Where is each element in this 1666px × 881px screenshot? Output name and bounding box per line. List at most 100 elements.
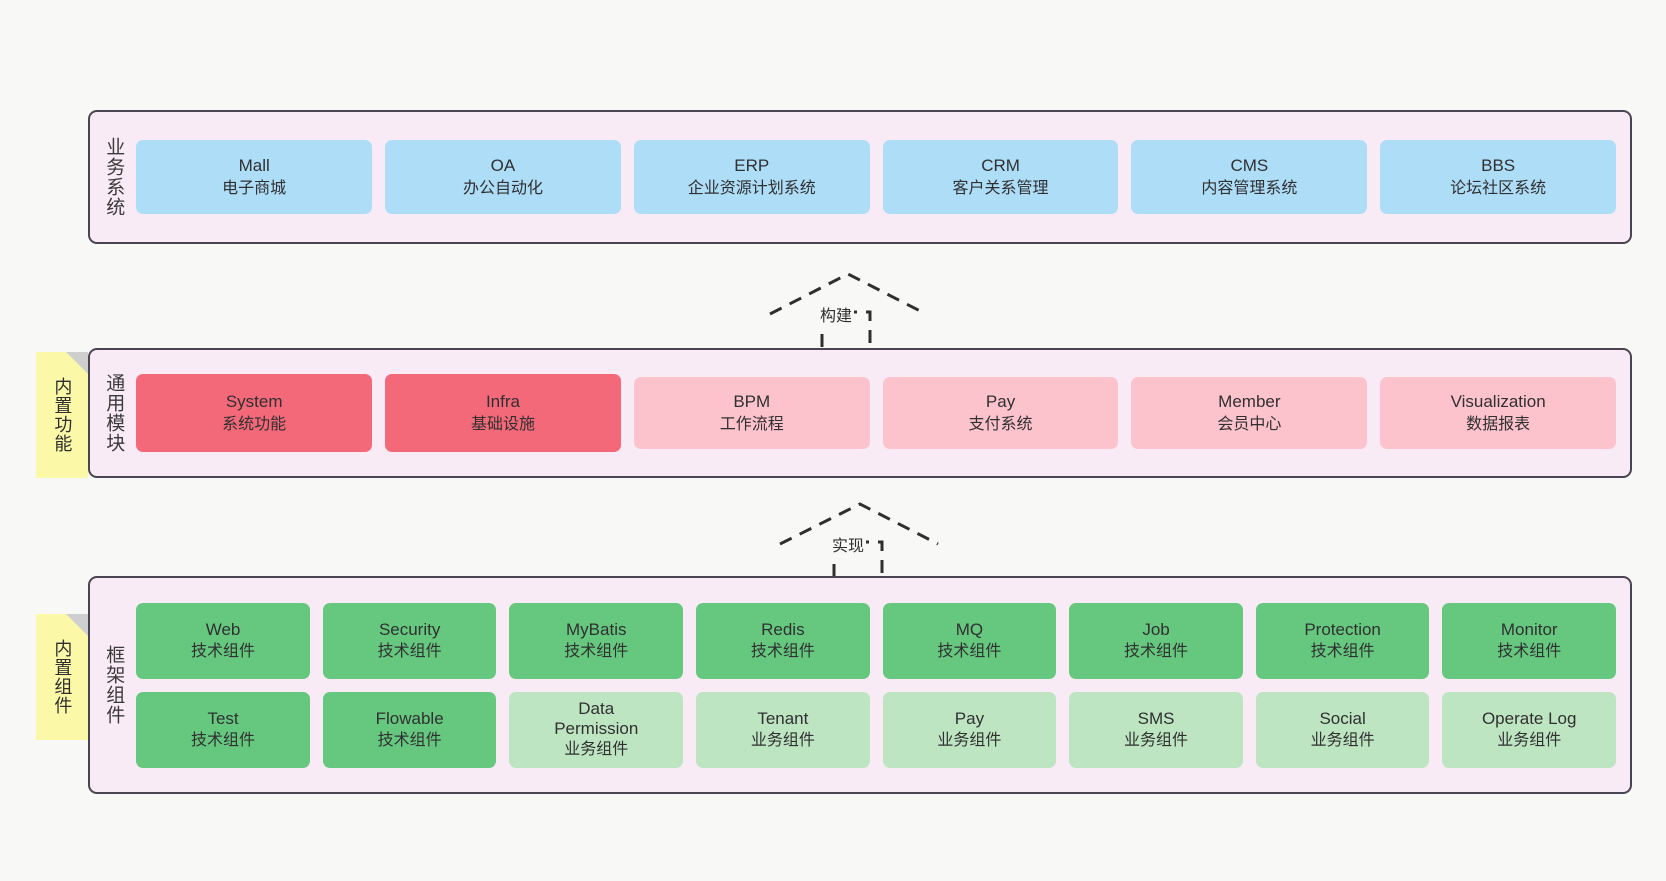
- box-title: SMS: [1137, 708, 1175, 728]
- layer-title-common-modules: 通用模块: [103, 373, 125, 453]
- component-box-flowable[interactable]: Flowable 技术组件: [322, 691, 497, 768]
- box-title: Redis: [761, 619, 805, 639]
- box-subtitle: 企业资源计划系统: [687, 179, 816, 197]
- box-subtitle: 业务组件: [1497, 732, 1562, 750]
- box-title: BPM: [733, 392, 771, 412]
- system-box-cms[interactable]: CMS 内容管理系统: [1131, 140, 1368, 214]
- component-box-data-permission[interactable]: Data Permission 业务组件: [509, 691, 684, 768]
- box-title: MQ: [955, 619, 984, 639]
- box-title: CMS: [1230, 156, 1269, 176]
- box-subtitle: 技术组件: [1124, 643, 1189, 661]
- box-title: Pay: [954, 708, 985, 728]
- component-box-protection[interactable]: Protection 技术组件: [1255, 602, 1430, 679]
- build-arrow-head: [769, 272, 927, 316]
- note-builtin-features: 内置功能: [36, 352, 88, 478]
- component-box-pay[interactable]: Pay 业务组件: [882, 691, 1057, 768]
- box-title: ERP: [734, 156, 770, 176]
- box-subtitle: 办公自动化: [462, 179, 543, 197]
- connector-build-label: 构建: [818, 302, 855, 326]
- connector-implement-label: 实现: [830, 532, 867, 556]
- note-fold-corner-icon: [66, 352, 88, 374]
- component-box-monitor[interactable]: Monitor 技术组件: [1442, 602, 1617, 679]
- box-subtitle: 技术组件: [564, 643, 629, 661]
- box-subtitle: 支付系统: [968, 415, 1033, 433]
- system-box-erp[interactable]: ERP 企业资源计划系统: [633, 140, 870, 214]
- box-title: OA: [490, 156, 516, 176]
- box-title: Member: [1218, 392, 1281, 412]
- component-box-web[interactable]: Web 技术组件: [136, 602, 310, 679]
- box-title: Operate Log: [1481, 708, 1577, 728]
- box-title: Job: [1142, 619, 1170, 639]
- module-box-visualization[interactable]: Visualization 数据报表: [1380, 377, 1617, 449]
- box-subtitle: 业务组件: [1124, 732, 1189, 750]
- box-title: Mall: [238, 156, 270, 176]
- box-subtitle: 业务组件: [750, 732, 815, 750]
- framework-row-technical: Web 技术组件 Security 技术组件 MyBatis 技术组件 Redi…: [136, 602, 1617, 679]
- component-box-tenant[interactable]: Tenant 业务组件: [696, 691, 870, 768]
- layer-common-modules: 通用模块 System 系统功能 Infra 基础设施 BPM 工作流程 Pay…: [88, 348, 1632, 478]
- box-subtitle: 内容管理系统: [1201, 179, 1298, 197]
- box-title: Social: [1319, 708, 1366, 728]
- box-title: BBS: [1481, 156, 1516, 176]
- box-title: Protection: [1304, 619, 1381, 639]
- module-box-pay[interactable]: Pay 支付系统: [882, 377, 1119, 449]
- component-box-sms[interactable]: SMS 业务组件: [1069, 691, 1243, 768]
- system-box-crm[interactable]: CRM 客户关系管理: [882, 140, 1119, 214]
- box-subtitle: 技术组件: [377, 643, 442, 661]
- box-title: CRM: [981, 156, 1020, 176]
- box-subtitle: 技术组件: [1497, 643, 1562, 661]
- system-box-oa[interactable]: OA 办公自动化: [385, 140, 621, 214]
- box-title: Monitor: [1500, 619, 1558, 639]
- box-subtitle: 基础设施: [470, 415, 535, 433]
- box-subtitle: 技术组件: [937, 643, 1002, 661]
- box-subtitle: 数据报表: [1466, 415, 1531, 433]
- implement-arrow-head: [779, 502, 939, 546]
- component-box-mq[interactable]: MQ 技术组件: [882, 602, 1057, 679]
- box-subtitle: 客户关系管理: [952, 179, 1049, 197]
- component-box-social[interactable]: Social 业务组件: [1255, 691, 1430, 768]
- note-builtin-features-text: 内置功能: [52, 377, 73, 453]
- box-subtitle: 技术组件: [191, 732, 256, 750]
- box-subtitle: 电子商城: [222, 179, 287, 197]
- component-box-test[interactable]: Test 技术组件: [136, 691, 310, 768]
- module-box-system[interactable]: System 系统功能: [136, 374, 373, 452]
- layer-title-business-systems: 业务系统: [103, 137, 125, 217]
- box-title: Tenant: [757, 708, 809, 728]
- box-title: Infra: [485, 392, 520, 412]
- box-title: Web: [205, 619, 241, 639]
- box-title: Security: [378, 619, 441, 639]
- box-title: MyBatis: [566, 619, 627, 639]
- box-title: Test: [207, 708, 239, 728]
- box-subtitle: 工作流程: [719, 415, 784, 433]
- box-subtitle: 论坛社区系统: [1450, 179, 1547, 197]
- box-subtitle: 技术组件: [1310, 643, 1375, 661]
- layer-business-systems: 业务系统 Mall 电子商城 OA 办公自动化 ERP 企业资源计划系统 CRM…: [88, 110, 1632, 244]
- component-box-redis[interactable]: Redis 技术组件: [696, 602, 870, 679]
- note-builtin-components-text: 内置组件: [52, 639, 73, 715]
- component-box-mybatis[interactable]: MyBatis 技术组件: [509, 602, 684, 679]
- module-box-member[interactable]: Member 会员中心: [1131, 377, 1368, 449]
- layer-framework-components: 框架组件 Web 技术组件 Security 技术组件 MyBatis 技术组件…: [88, 576, 1632, 794]
- box-title: System: [225, 392, 283, 412]
- component-box-operate-log[interactable]: Operate Log 业务组件: [1442, 691, 1617, 768]
- box-title: Data Permission: [554, 698, 639, 738]
- module-box-bpm[interactable]: BPM 工作流程: [633, 377, 870, 449]
- box-subtitle: 业务组件: [564, 740, 629, 758]
- system-box-mall[interactable]: Mall 电子商城: [136, 140, 373, 214]
- framework-components-grid: Web 技术组件 Security 技术组件 MyBatis 技术组件 Redi…: [130, 578, 1630, 792]
- framework-row-business: Test 技术组件 Flowable 技术组件 Data Permission …: [136, 691, 1617, 768]
- note-builtin-components: 内置组件: [36, 614, 88, 740]
- box-subtitle: 技术组件: [750, 643, 815, 661]
- module-box-infra[interactable]: Infra 基础设施: [385, 374, 621, 452]
- connector-build: 构建: [760, 262, 940, 348]
- component-box-security[interactable]: Security 技术组件: [322, 602, 497, 679]
- component-box-job[interactable]: Job 技术组件: [1069, 602, 1243, 679]
- box-subtitle: 会员中心: [1217, 415, 1282, 433]
- box-title: Visualization: [1450, 392, 1546, 412]
- system-box-bbs[interactable]: BBS 论坛社区系统: [1380, 140, 1617, 214]
- connector-implement: 实现: [772, 492, 952, 578]
- box-title: Pay: [985, 392, 1016, 412]
- box-title: Flowable: [375, 708, 444, 728]
- business-systems-box-list: Mall 电子商城 OA 办公自动化 ERP 企业资源计划系统 CRM 客户关系…: [130, 112, 1630, 242]
